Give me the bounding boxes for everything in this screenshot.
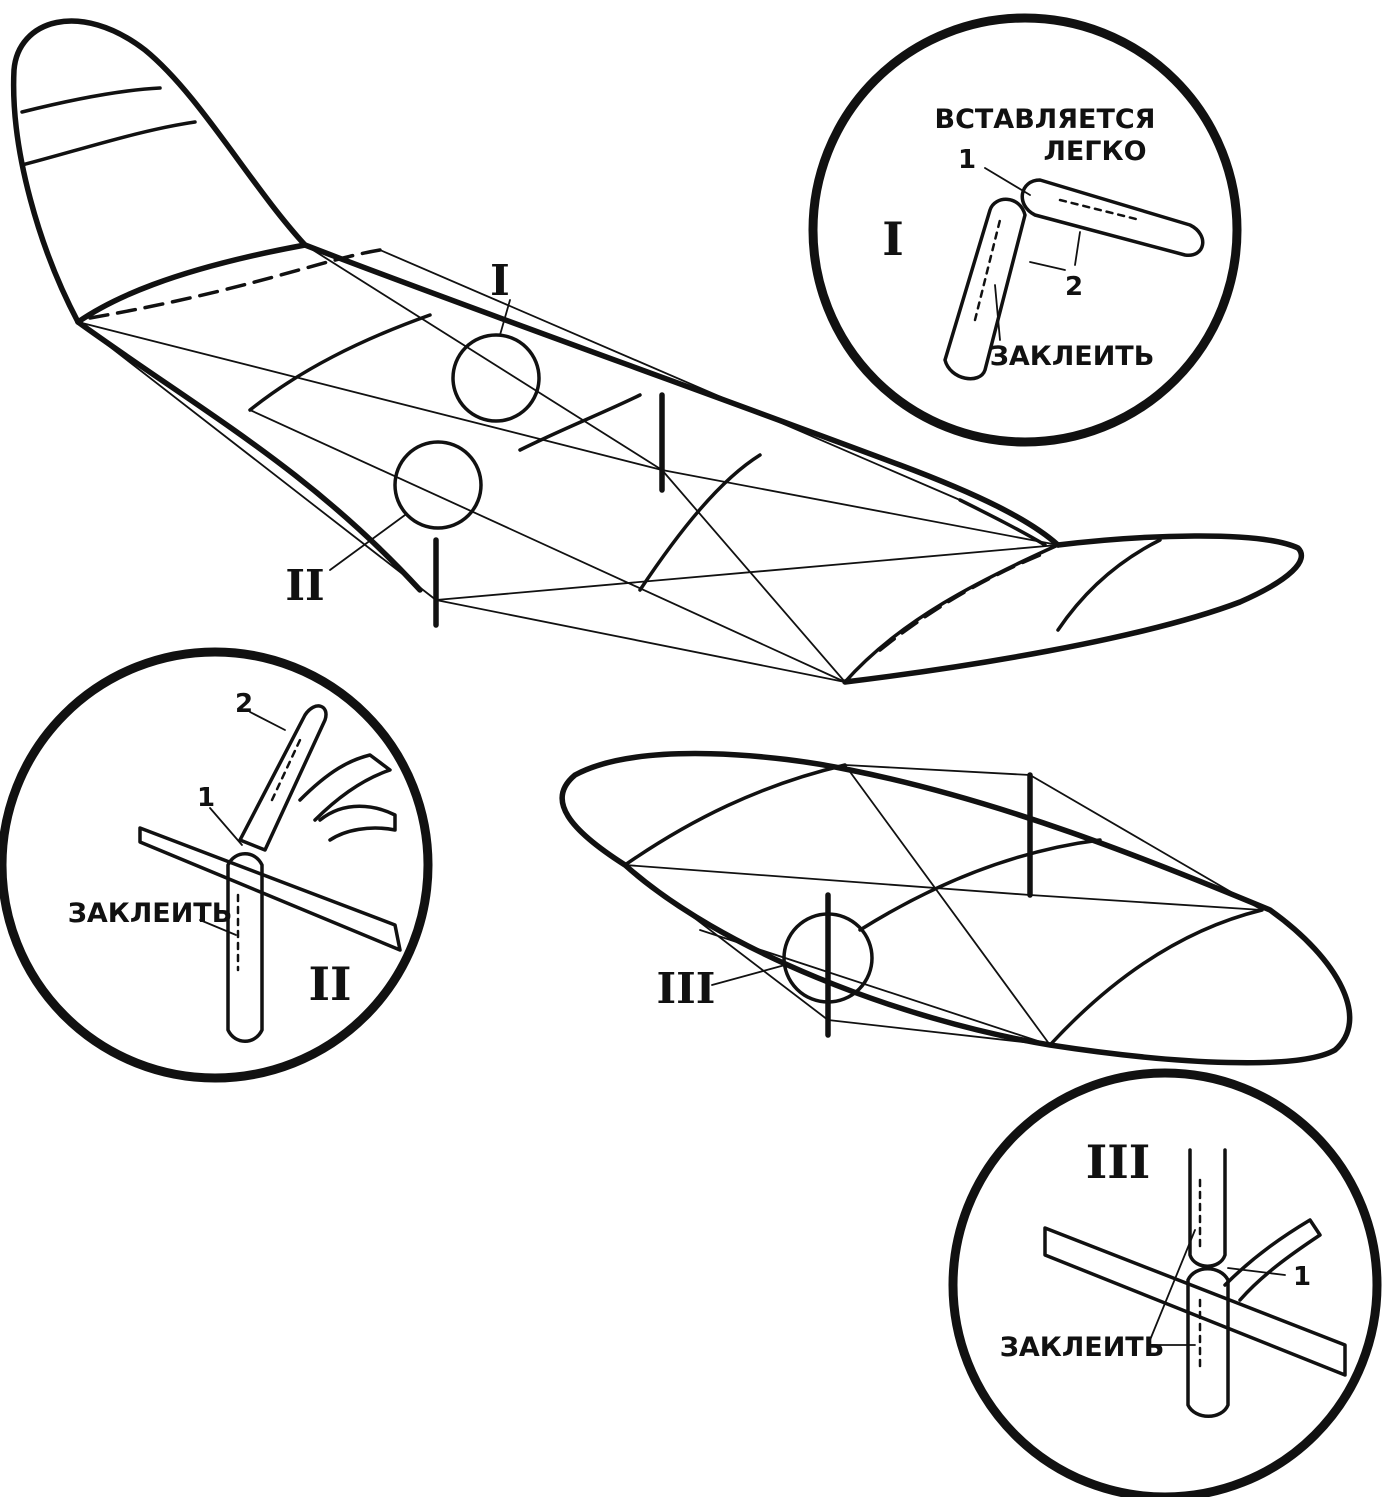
leading-edge [302,242,1061,548]
left-wingtip-inner [75,242,308,325]
wing-rib-2 [638,453,762,592]
trailing-edge-right [843,543,1060,684]
detail-III-roman: III [1086,1135,1151,1189]
junction-marker-III [782,912,874,1004]
right-wingtip-outline [842,533,1305,685]
leader-I [499,299,511,336]
detail-III-num-1: 1 [1293,1262,1311,1292]
wing-rib-4 [518,393,642,452]
detail-III-spar [1043,1226,1347,1377]
stabilizer-outline [559,750,1353,1066]
detail-II-num-1: 1 [197,783,215,813]
left-wingtip-rib-2 [20,86,162,114]
leader-II [329,514,406,571]
detail-I-label-inserts: ВСТАВЛЯЕТСЯ [935,104,1156,135]
trailing-edge [75,319,423,593]
detail-II [0,647,433,1083]
detail-III-frame [948,1068,1382,1497]
bracing-wires [77,244,1059,683]
detail-I-roman: I [882,212,904,266]
detail-I-frame [808,13,1242,447]
stabilizer-wires [624,764,1263,1046]
detail-III [948,1068,1382,1497]
detail-I [808,13,1242,447]
junction-marker-I [451,333,541,423]
detail-I-num-1: 1 [958,145,976,175]
detail-II-tube-vertical [226,852,264,1043]
detail-II-roman: II [308,957,351,1011]
detail-II-frame [0,647,433,1083]
detail-II-spar [138,826,402,952]
junction-marker-II [393,440,483,530]
detail-II-tube-upper [238,704,328,852]
detail-I-tube-lower [943,197,1027,381]
left-wingtip-rib-1 [20,120,197,167]
stabilizer-spar [858,838,1102,932]
wing-spar-dashed-right [878,553,1042,652]
wing-rib-1 [248,313,432,412]
left-wingtip-outline [10,18,308,325]
detail-III-tube-lower [1186,1267,1230,1418]
detail-III-tube-upper [1188,1148,1227,1268]
stabilizer [559,750,1353,1066]
detail-III-label-glue: ЗАКЛЕИТЬ [1000,1332,1165,1363]
detail-I-label-glue: ЗАКЛЕИТЬ [990,341,1155,372]
detail-II-num-2: 2 [235,689,253,719]
detail-I-num-2: 2 [1065,272,1083,302]
marker-III: III [657,964,716,1013]
main-airframe [10,18,1305,685]
detail-I-label-easily: ЛЕГКО [1043,136,1146,167]
marker-I: I [490,256,510,305]
right-wingtip-rib [1056,538,1162,632]
stabilizer-rib-right [1048,908,1264,1047]
marker-II: II [285,561,324,610]
detail-I-tube-upper [1020,178,1205,257]
wing-spar-dashed [88,248,382,320]
detail-II-label-glue: ЗАКЛЕИТЬ [68,898,233,929]
stabilizer-rib-left [623,763,847,867]
